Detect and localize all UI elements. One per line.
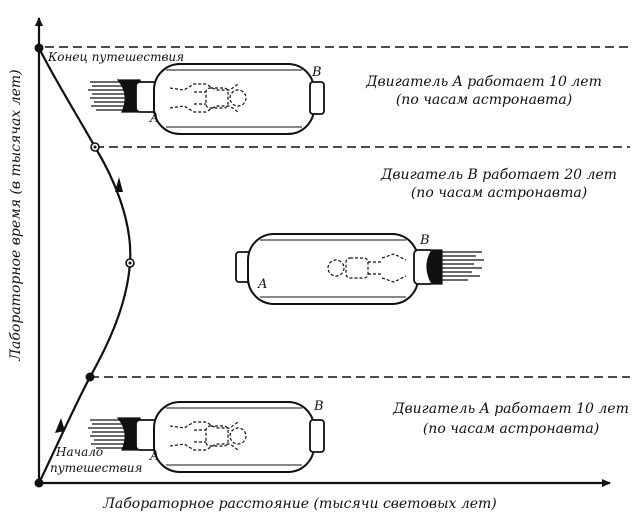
point-switch-1 [85, 372, 95, 382]
ship-middle: A B [235, 233, 484, 305]
ship-bottom-label-a: A [149, 449, 159, 464]
axes [35, 17, 611, 487]
direction-arrow-middle [115, 177, 123, 192]
ship-bottom: A B [88, 399, 325, 473]
ship-middle-label-b: B [419, 233, 430, 248]
exhaust-icon [426, 249, 484, 285]
x-axis-title: Лабораторное расстояние (тысячи световых… [102, 496, 497, 512]
astronaut-icon [169, 83, 247, 113]
hull [153, 401, 315, 473]
direction-arrow-lower [55, 418, 65, 433]
end-label: Конец путешествия [47, 50, 184, 64]
nozzle-b [309, 81, 325, 115]
start-label-line1: Начало [55, 445, 103, 459]
worldline-curve [38, 47, 132, 484]
segment-1-title: Двигатель A работает 10 лет [365, 74, 602, 90]
y-axis-title: Лабораторное время (в тысячах лет) [8, 69, 24, 361]
point-midway-dot [128, 261, 132, 265]
ship-bottom-label-b: B [313, 399, 324, 414]
worldline [34, 43, 135, 488]
astronaut-icon [327, 253, 407, 283]
exhaust-icon [88, 79, 141, 113]
ship-middle-label-a: A [257, 277, 267, 292]
start-label-line2: путешествия [50, 461, 142, 475]
astronaut-icon [169, 421, 247, 451]
segment-labels: Двигатель A работает 10 лет (по часам ас… [365, 74, 629, 437]
segment-1-note: (по часам астронавта) [396, 92, 572, 108]
segment-2-note: (по часам астронавта) [411, 185, 587, 201]
ship-top-label-b: B [311, 65, 322, 80]
point-start [34, 478, 44, 488]
ship-top: A B [88, 63, 325, 135]
nozzle-b [309, 419, 325, 453]
ship-top-label-a: A [149, 111, 159, 126]
hull [153, 63, 315, 135]
point-switch-2-dot [93, 145, 97, 149]
phase-separators [45, 46, 630, 378]
segment-3-note: (по часам астронавта) [423, 421, 599, 437]
segment-2-title: Двигатель B работает 20 лет [380, 167, 617, 183]
point-end [34, 43, 44, 53]
exhaust-icon [88, 417, 141, 451]
segment-3-title: Двигатель A работает 10 лет [392, 401, 629, 417]
trajectory-labels: Конец путешествия Начало путешествия [47, 50, 184, 475]
hull [247, 233, 419, 305]
